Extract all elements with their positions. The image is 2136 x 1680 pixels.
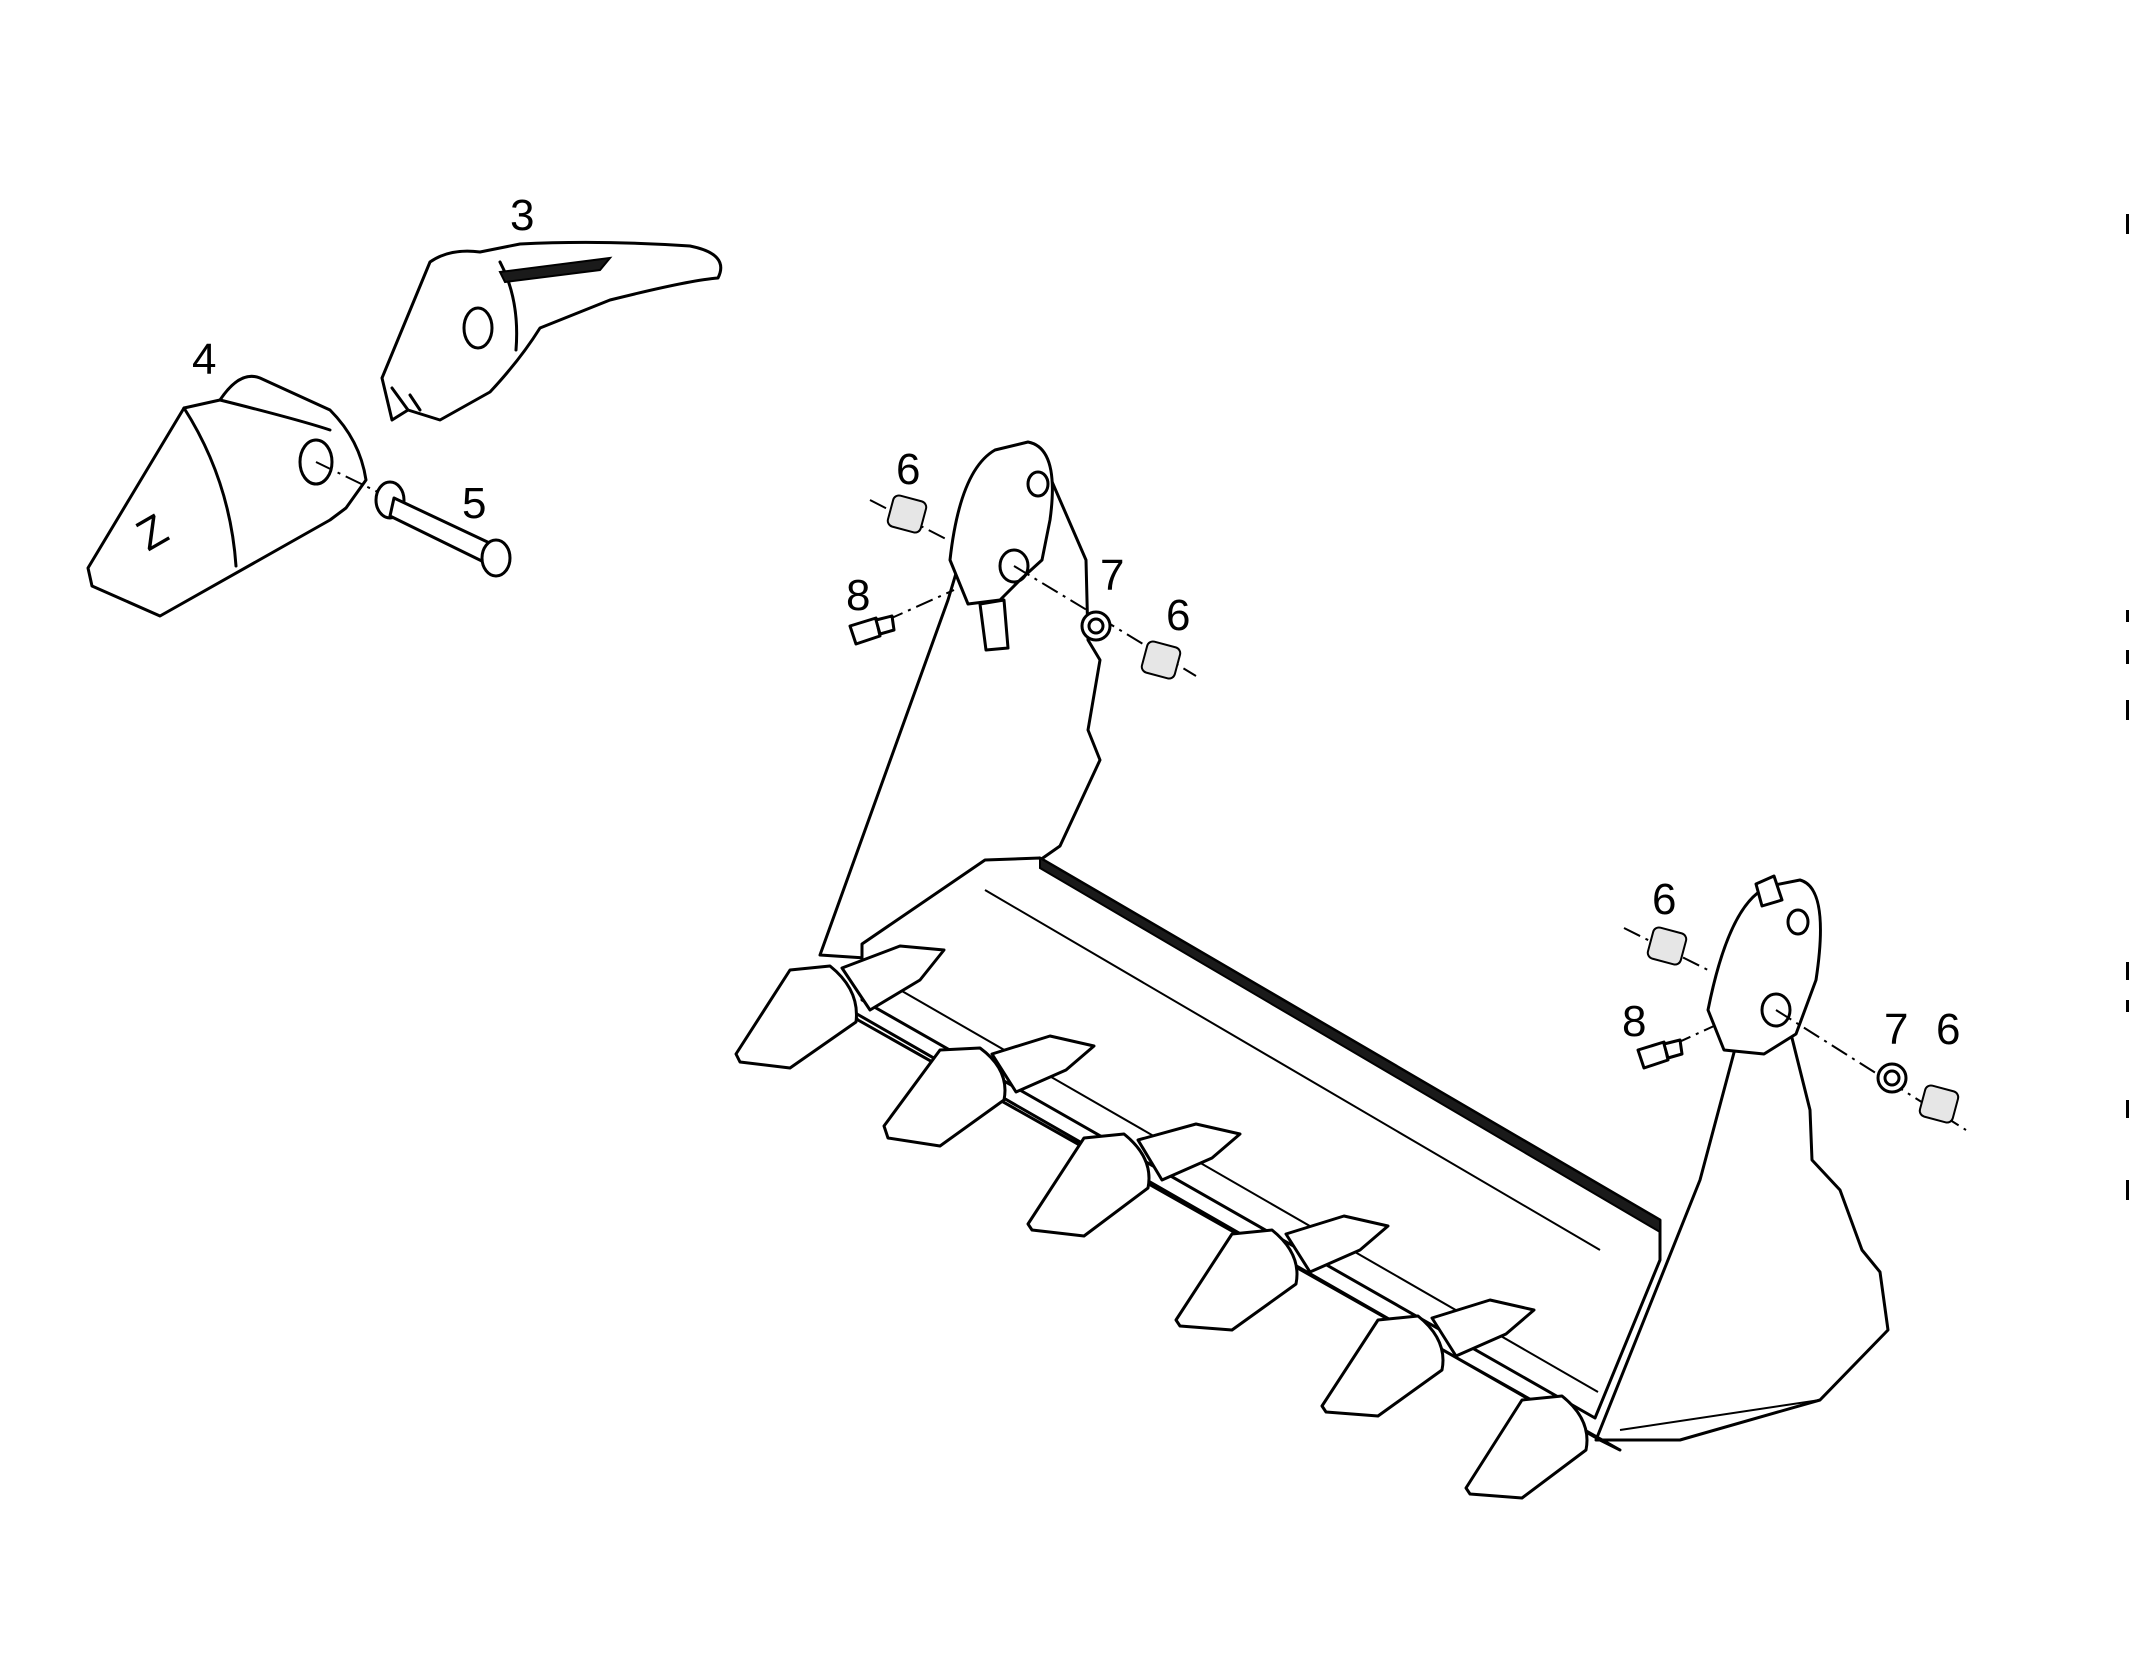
callout-6-right-top: 6 — [1652, 875, 1676, 924]
callout-3: 3 — [510, 191, 534, 240]
loader-bucket — [734, 440, 1890, 1500]
right-pivot-hardware — [1623, 926, 1967, 1131]
part-5-retaining-pin — [315, 461, 512, 578]
callout-6-right-bottom: 6 — [1936, 1005, 1960, 1054]
part-3-tooth-tip — [380, 240, 723, 422]
callout-6-left-top: 6 — [896, 445, 920, 494]
part-4-tooth-adapter: Z — [86, 374, 368, 618]
callout-8-left: 8 — [846, 571, 870, 620]
callout-6-left-bottom: 6 — [1166, 591, 1190, 640]
margin-scan-marks — [2126, 214, 2129, 1200]
callout-8-right: 8 — [1622, 997, 1646, 1046]
left-pivot-hardware — [848, 494, 1197, 680]
callout-7-right: 7 — [1884, 1005, 1908, 1054]
callout-7-left: 7 — [1100, 551, 1124, 600]
callout-5: 5 — [462, 479, 486, 528]
callout-labels: 3 4 5 6 8 7 6 6 8 7 6 — [192, 191, 1960, 1054]
callout-4: 4 — [192, 335, 216, 384]
edge-teeth-row — [734, 944, 1589, 1500]
